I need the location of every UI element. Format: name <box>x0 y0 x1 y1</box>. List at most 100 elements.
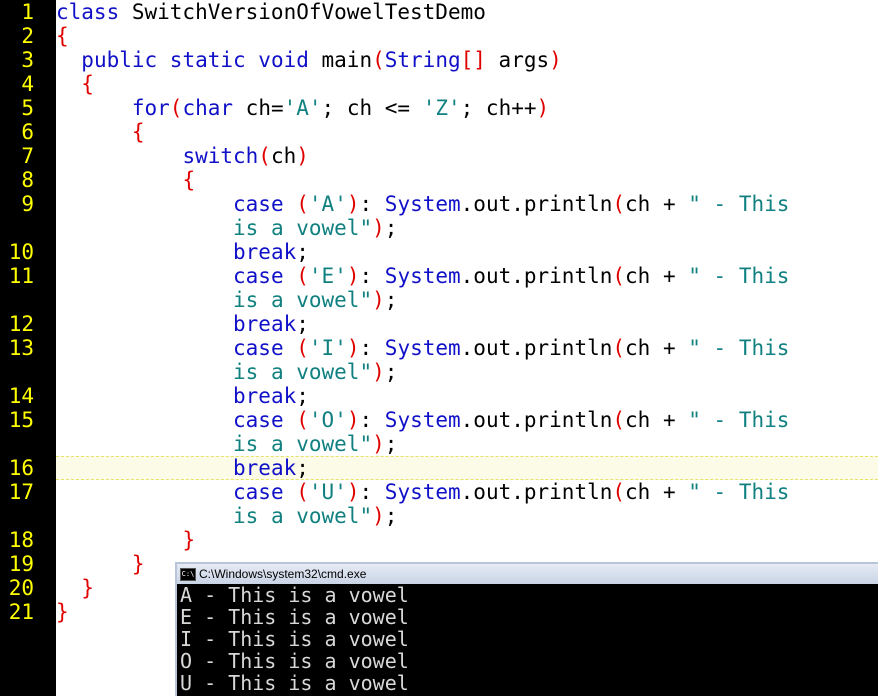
code-token-keyword: public static void <box>81 48 309 72</box>
code-line[interactable]: case ('E'): System.out.println(ch + " - … <box>56 264 878 288</box>
code-token-plain <box>56 168 182 192</box>
console-output-line: U - This is a vowel <box>180 671 409 695</box>
code-line[interactable]: public static void main(String[] args) <box>56 48 878 72</box>
code-token-plain <box>56 456 233 480</box>
code-line[interactable]: case ('A'): System.out.println(ch + " - … <box>56 192 878 216</box>
code-token-brace: ( <box>296 408 309 432</box>
code-token-plain: .out.println <box>460 336 613 360</box>
cmd-window-icon: C:\ <box>180 567 196 581</box>
code-token-class-ref: String <box>384 48 461 72</box>
code-token-keyword: case <box>233 408 284 432</box>
code-line[interactable]: { <box>56 120 878 144</box>
code-token-string: is a vowel" <box>233 288 373 312</box>
code-token-string: 'O' <box>308 408 347 432</box>
code-token-string: 'A' <box>308 192 347 216</box>
code-token-keyword: char <box>182 96 234 120</box>
code-token-plain: ; <box>384 288 398 312</box>
code-line[interactable]: for(char ch='A'; ch <= 'Z'; ch++) <box>56 96 878 120</box>
cmd-console-window[interactable]: C:\ C:\Windows\system32\cmd.exe A - This… <box>175 562 878 696</box>
code-line[interactable]: } <box>56 528 878 552</box>
line-number: 11 <box>8 264 34 288</box>
code-token-plain <box>56 432 233 456</box>
code-token-plain: ; <box>296 384 309 408</box>
code-line[interactable]: is a vowel"); <box>56 504 878 528</box>
code-line[interactable]: { <box>56 168 878 192</box>
code-token-plain <box>56 192 233 216</box>
code-token-brace: ) <box>372 504 385 528</box>
code-token-plain: ; <box>296 240 309 264</box>
code-token-plain: ; <box>384 432 398 456</box>
code-token-plain <box>56 576 81 600</box>
code-line[interactable]: } <box>56 576 878 600</box>
code-token-class-ref: System <box>384 264 461 288</box>
code-line[interactable]: is a vowel"); <box>56 288 878 312</box>
code-line[interactable]: switch(ch) <box>56 144 878 168</box>
code-line[interactable]: case ('O'): System.out.println(ch + " - … <box>56 408 878 432</box>
code-token-brace: ) <box>346 408 360 432</box>
code-token-brace: ( <box>612 408 626 432</box>
code-token-plain <box>284 408 297 432</box>
code-token-brace: ( <box>169 96 183 120</box>
code-token-plain <box>56 312 233 336</box>
code-token-brace: [] <box>460 48 486 72</box>
code-token-brace: } <box>81 576 94 600</box>
cmd-title-bar[interactable]: C:\ C:\Windows\system32\cmd.exe <box>177 564 878 584</box>
code-token-brace: ) <box>296 144 309 168</box>
code-token-plain <box>56 504 233 528</box>
code-line[interactable]: case ('I'): System.out.println(ch + " - … <box>56 336 878 360</box>
line-number: 18 <box>8 528 34 552</box>
code-line[interactable]: is a vowel"); <box>56 360 878 384</box>
code-token-brace: } <box>56 600 69 624</box>
code-token-string: is a vowel" <box>233 216 373 240</box>
code-line[interactable]: case ('U'): System.out.println(ch + " - … <box>56 480 878 504</box>
code-token-plain: : <box>359 336 385 360</box>
line-number: 5 <box>21 96 34 120</box>
code-token-brace: { <box>182 168 196 192</box>
console-output-line: I - This is a vowel <box>180 627 409 651</box>
code-line[interactable]: break; <box>56 456 878 480</box>
code-token-plain <box>56 144 182 168</box>
line-number: 1 <box>21 0 34 24</box>
code-token-plain <box>56 264 233 288</box>
code-line[interactable]: break; <box>56 312 878 336</box>
code-token-plain: args <box>485 48 550 72</box>
code-line[interactable]: break; <box>56 384 878 408</box>
line-number: 4 <box>21 72 34 96</box>
code-line[interactable]: is a vowel"); <box>56 216 878 240</box>
code-token-plain: ; <box>384 504 398 528</box>
code-token-plain: : <box>359 264 385 288</box>
code-line[interactable]: is a vowel"); <box>56 432 878 456</box>
code-token-plain: ch= <box>233 96 284 120</box>
line-number: 10 <box>8 240 34 264</box>
code-token-plain <box>56 96 132 120</box>
code-token-brace: ( <box>296 480 309 504</box>
code-token-plain <box>284 336 297 360</box>
code-token-string: " - This <box>688 264 790 288</box>
code-token-keyword: break <box>233 456 297 480</box>
code-token-brace: } <box>131 552 145 576</box>
line-number: 9 <box>21 192 34 216</box>
console-output-line: A - This is a vowel <box>180 583 409 607</box>
code-token-keyword: case <box>233 192 284 216</box>
code-token-plain: ch + <box>625 480 689 504</box>
code-line[interactable]: { <box>56 72 878 96</box>
code-token-keyword: break <box>233 312 297 336</box>
line-number: 12 <box>8 312 34 336</box>
code-token-plain <box>56 408 233 432</box>
code-line[interactable]: } <box>56 552 878 576</box>
code-token-class-ref: System <box>384 408 461 432</box>
code-token-plain <box>284 480 297 504</box>
code-token-class-ref: System <box>384 480 461 504</box>
code-token-brace: ( <box>612 480 626 504</box>
code-token-brace: ) <box>346 264 360 288</box>
code-line[interactable]: { <box>56 24 878 48</box>
code-line[interactable]: } <box>56 600 878 624</box>
line-number: 21 <box>8 600 34 624</box>
code-token-string: " - This <box>688 336 790 360</box>
code-line[interactable]: break; <box>56 240 878 264</box>
code-line[interactable]: class SwitchVersionOfVowelTestDemo <box>56 0 878 24</box>
line-number: 13 <box>8 336 34 360</box>
